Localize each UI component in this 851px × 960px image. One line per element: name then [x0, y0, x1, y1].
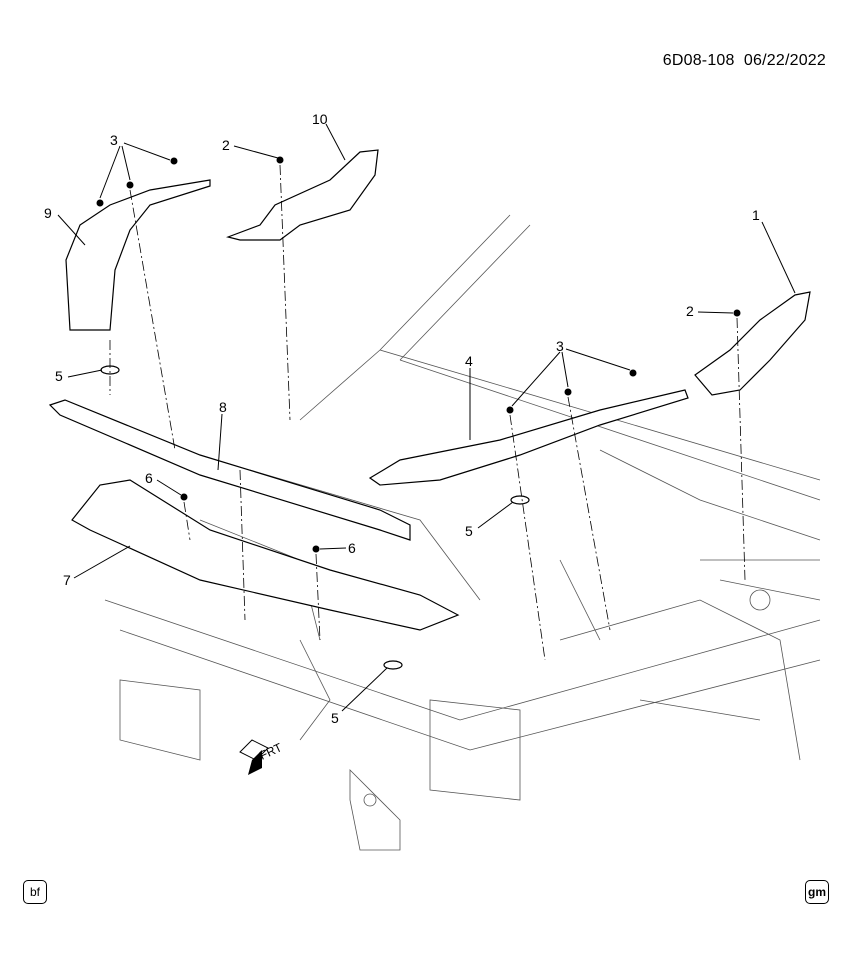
callout-5: 5 — [331, 710, 339, 726]
alignment-lines — [109, 164, 746, 661]
part-10-bracket[interactable] — [225, 149, 379, 241]
diagram-date: 06/22/2022 — [743, 52, 826, 69]
callout-7: 7 — [63, 572, 71, 588]
screw-icon — [96, 199, 104, 207]
callout-1: 1 — [752, 207, 760, 223]
diagram-reference: 6D08-108 06/22/2022 — [663, 52, 826, 70]
callout-3: 3 — [556, 338, 564, 354]
clip-icon — [180, 493, 188, 501]
washer-icon — [383, 660, 403, 670]
callout-4: 4 — [465, 353, 473, 369]
screw-icon — [733, 309, 741, 317]
callout-5: 5 — [465, 523, 473, 539]
part-8-strip[interactable] — [48, 399, 411, 541]
callout-9: 9 — [44, 205, 52, 221]
callout-5: 5 — [55, 368, 63, 384]
callout-10: 10 — [312, 111, 328, 127]
screw-icon — [126, 181, 134, 189]
callout-6: 6 — [348, 540, 356, 556]
screw-icon — [629, 369, 637, 377]
diagram-number: 6D08-108 — [662, 52, 735, 69]
screw-icon — [506, 406, 514, 414]
screw-icon — [276, 156, 284, 164]
frt-label: FRT — [257, 740, 284, 763]
callout-2: 2 — [686, 303, 694, 319]
gm-logo: gm — [805, 880, 829, 904]
callout-2: 2 — [222, 137, 230, 153]
callout-6: 6 — [145, 470, 153, 486]
callout-8: 8 — [219, 399, 227, 415]
fasteners — [96, 156, 741, 670]
leader-lines — [57, 123, 796, 712]
callout-3: 3 — [110, 132, 118, 148]
screw-icon — [564, 388, 572, 396]
bf-badge: bf — [23, 880, 47, 904]
part-9-bracket[interactable] — [65, 179, 211, 331]
part-7-panel[interactable] — [71, 479, 460, 631]
part-1-bracket[interactable] — [694, 291, 811, 396]
part-4-panel[interactable] — [368, 389, 689, 486]
vehicle-frame — [104, 214, 821, 851]
screw-icon — [170, 157, 178, 165]
washer-icon — [510, 495, 530, 505]
front-direction-arrow: FRT — [239, 739, 285, 775]
clip-icon — [312, 545, 320, 553]
